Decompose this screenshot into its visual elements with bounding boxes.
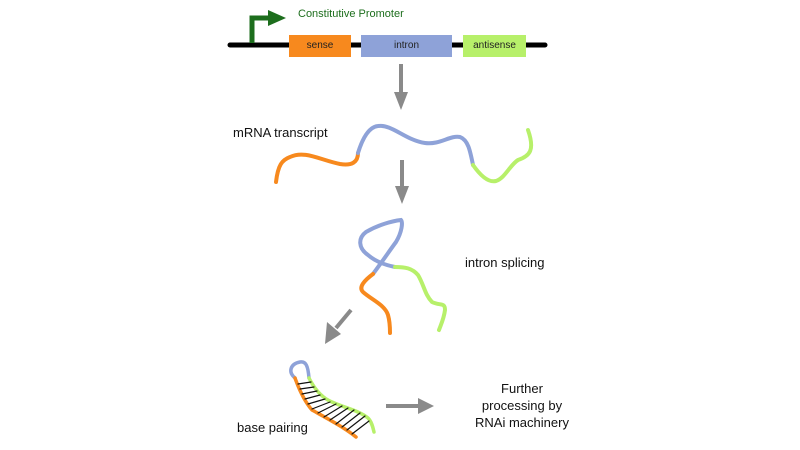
lariat-intron-strand [358,217,404,276]
arrow-diagonal-icon [325,308,353,344]
base-pairing-label: base pairing [237,420,308,435]
promoter-arrow-icon [249,15,270,43]
spliced-transcript [358,217,448,335]
intron-label: intron [393,40,419,51]
arrow-down-icon [394,64,408,110]
mrna-transcript [274,123,534,184]
antisense-box [463,35,526,57]
base-pair-lines [297,381,370,435]
rnai-line-1: Further [501,381,543,396]
hairpin-structure [289,360,376,439]
hairpin-sense-strand [293,376,358,439]
arrow-down-icon [395,160,409,204]
promoter-arrowhead [268,10,286,26]
intron-box [361,35,452,57]
sense-box [289,35,351,57]
hairpin-loop [289,360,311,380]
mrna-antisense-strand [471,128,534,184]
mrna-transcript-label: mRNA transcript [233,125,328,140]
rnai-processing-label: Further processing by RNAi machinery [462,380,582,431]
antisense-label: antisense [473,40,516,51]
sense-label: sense [306,40,334,51]
spliced-antisense-strand [393,265,448,332]
promoter-label: Constitutive Promoter [298,8,404,20]
hairpin-antisense-strand [307,376,376,434]
mrna-sense-strand [274,151,360,184]
arrow-right-icon [386,398,434,414]
rnai-line-2: processing by [481,398,563,413]
spliced-sense-strand [359,272,392,335]
rnai-line-3: RNAi machinery [475,415,569,430]
mrna-intron-strand [356,123,475,167]
intron-splicing-label: intron splicing [465,255,545,270]
